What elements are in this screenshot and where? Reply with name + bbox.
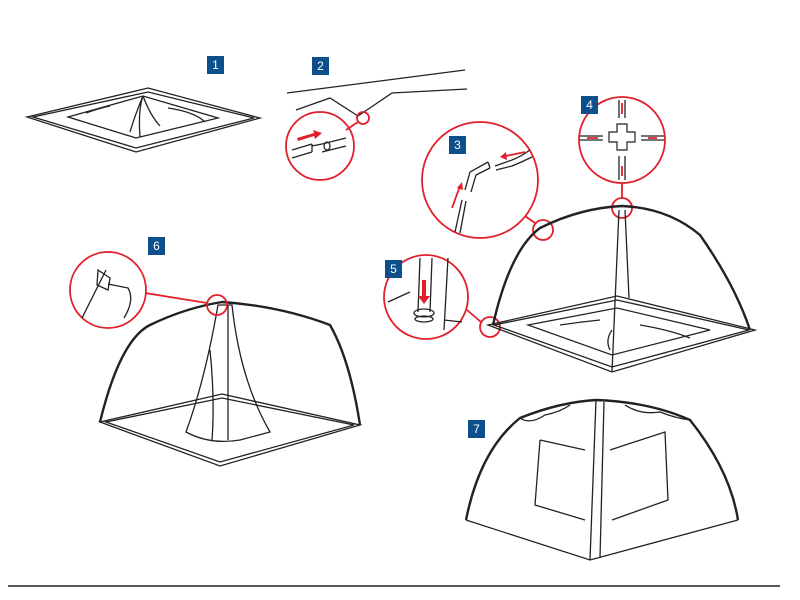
step3-pole-joint-detail <box>421 121 554 241</box>
step4-5-dome-frame <box>485 204 758 373</box>
step4-hub-connector-detail <box>578 96 666 219</box>
step-badge-2: 2 <box>312 57 329 75</box>
step-badge-5: 5 <box>385 260 402 278</box>
step-badge-1: 1 <box>207 56 224 74</box>
step6-dome-with-inner-tent <box>69 251 363 467</box>
step7-finished-tent <box>464 398 740 561</box>
step1-ground-sheet <box>24 87 263 153</box>
step5-pole-base-detail <box>383 254 501 340</box>
step2-poles <box>285 69 468 181</box>
step-badge-6: 6 <box>148 237 165 255</box>
step-badge-7: 7 <box>468 420 485 438</box>
step-badge-3: 3 <box>449 136 466 154</box>
step-badge-4: 4 <box>581 96 598 114</box>
